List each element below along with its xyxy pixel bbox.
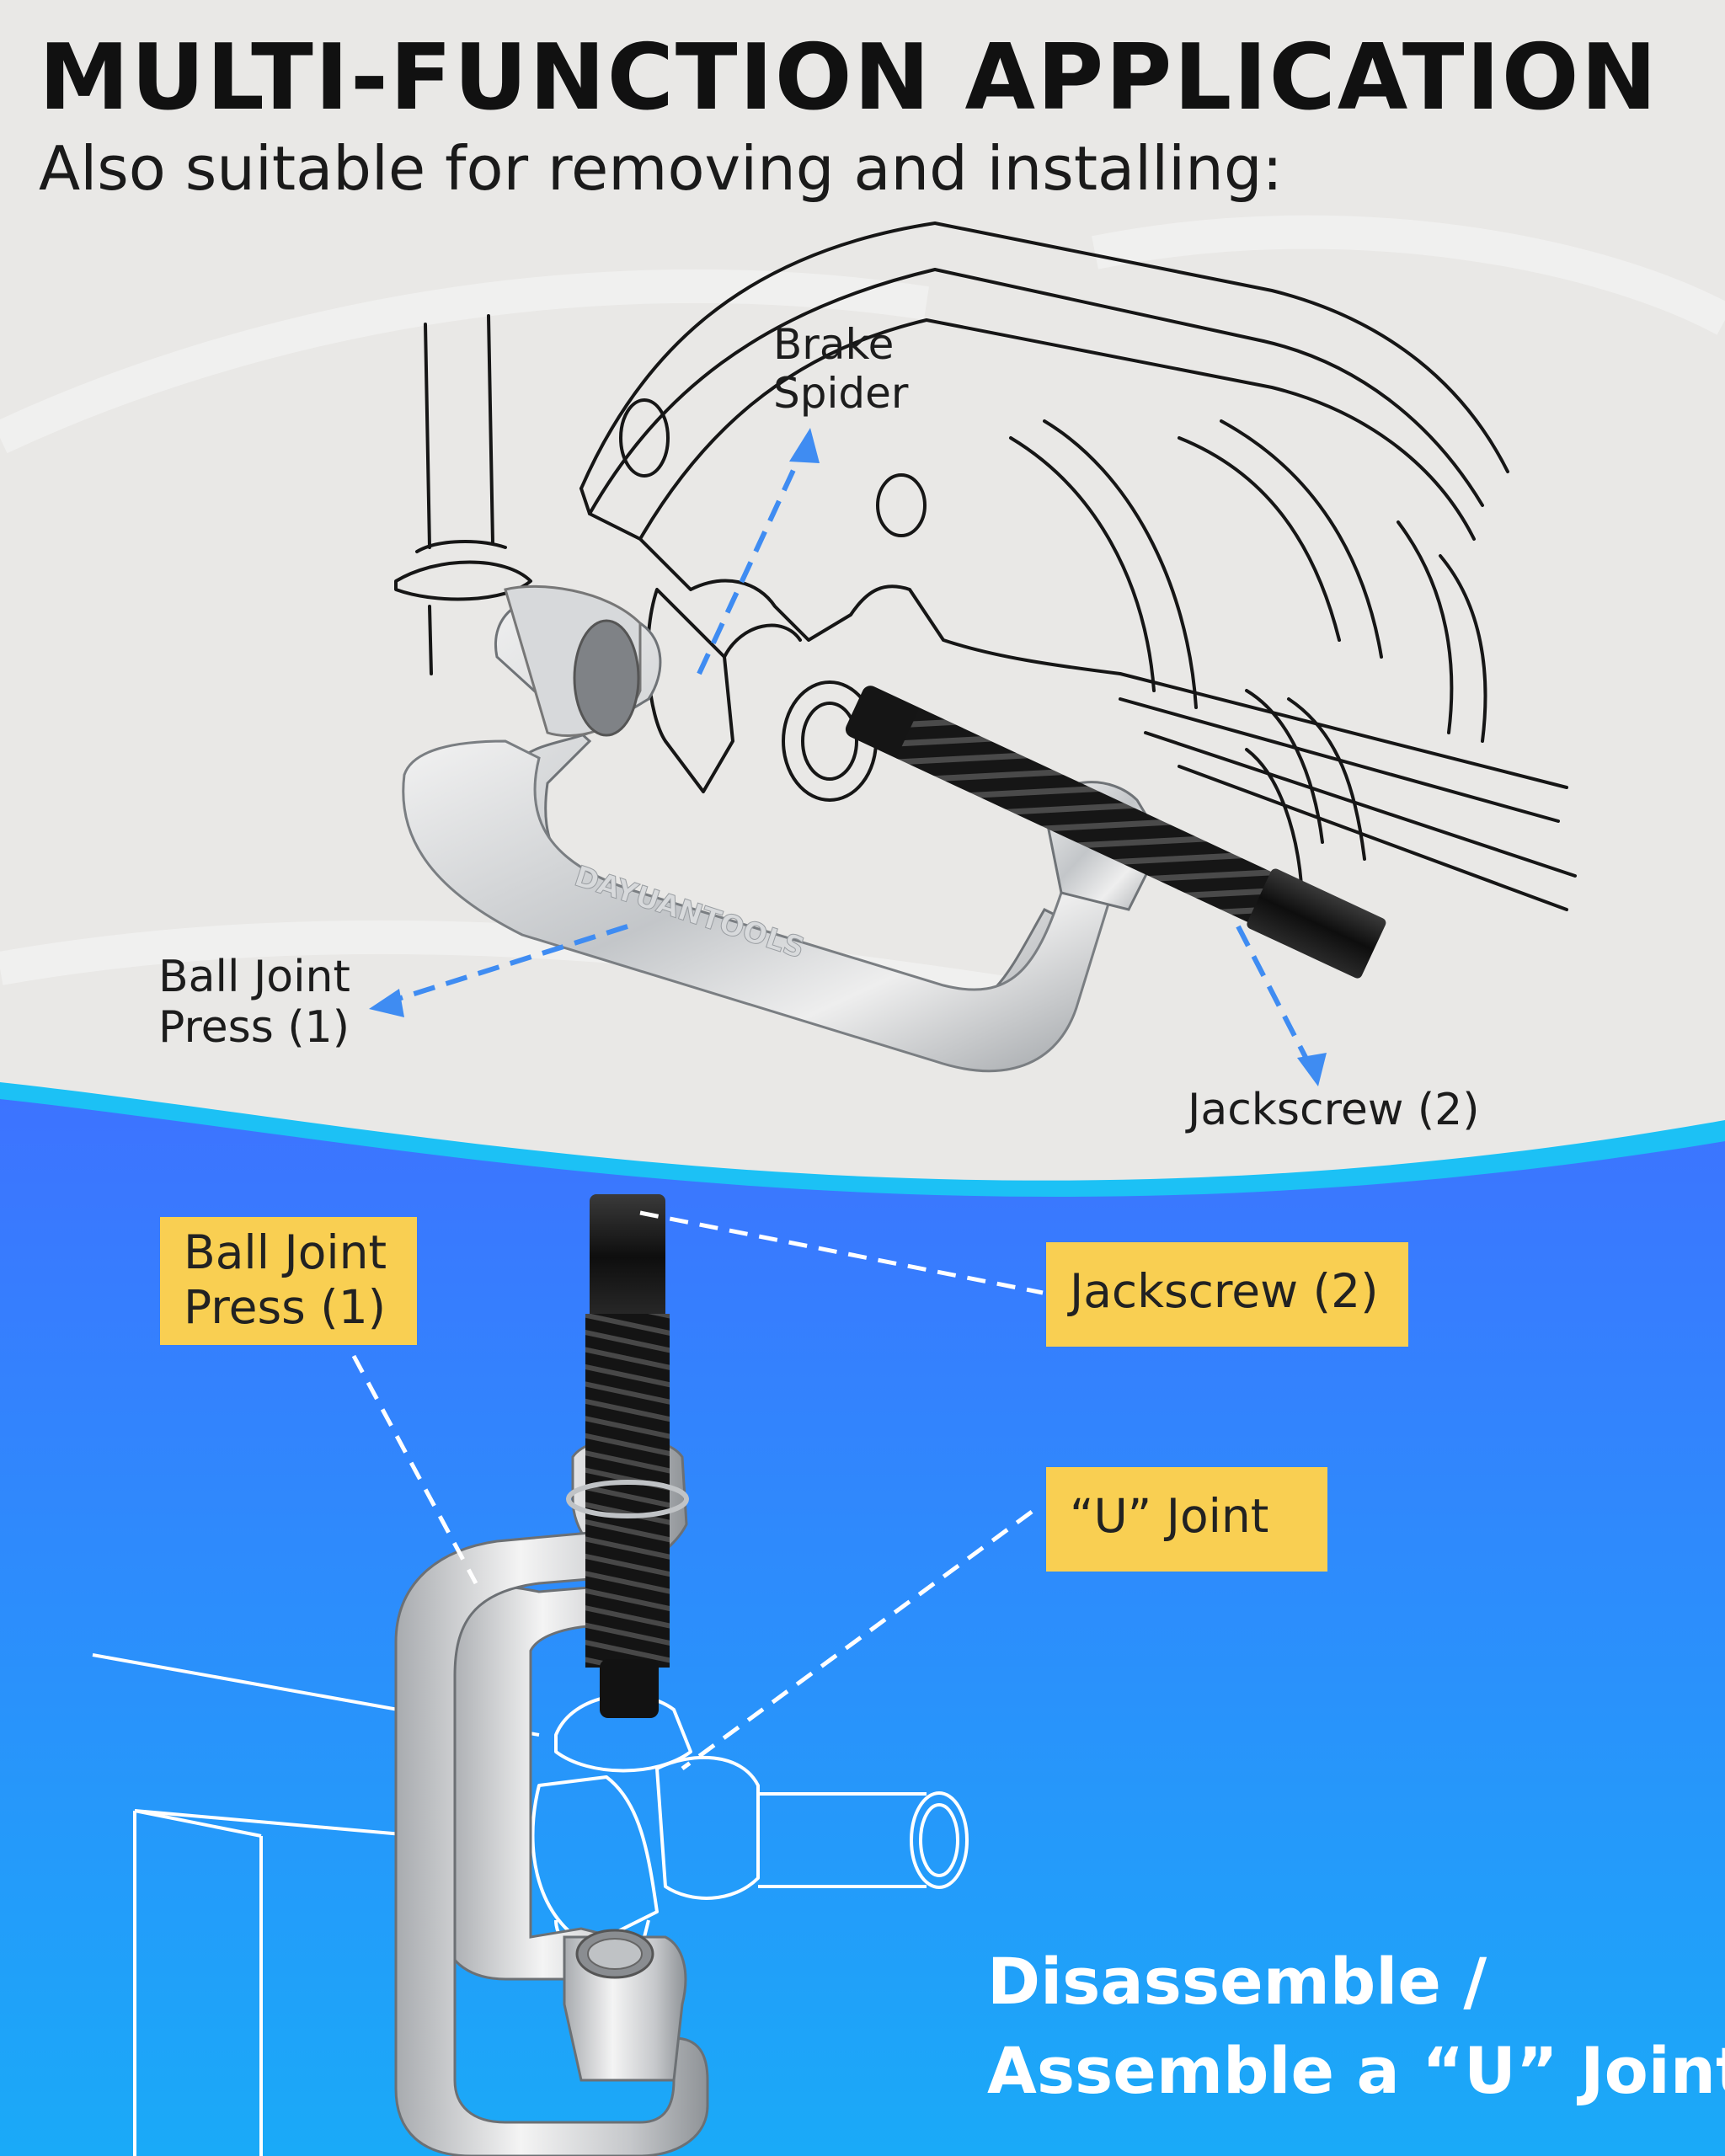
upper-arrowheads [369,428,1327,1086]
brake-spider-arrow-line [697,445,807,675]
ball-joint-press-upper: DAYUANTOOLS [402,584,1386,1073]
jackscrew-tag: Jackscrew (2) [1046,1242,1408,1347]
press-arrow-line [387,924,628,1005]
brake-spider-label: Brake Spider [773,320,909,418]
usage-caption: Disassemble / Assemble a “U” Joint [987,1944,1725,2109]
u-joint-callout-line [681,1509,1033,1771]
ball-joint-press-lower [394,1194,709,2156]
arrowhead [1297,1053,1327,1086]
u-joint-tag: “U” Joint [1046,1467,1327,1572]
page-title: MULTI-FUNCTION APPLICATION [39,25,1658,131]
jackscrew-label: Jackscrew (2) [1188,1085,1480,1135]
jackscrew-callout-line [639,1210,1044,1295]
page-subtitle: Also suitable for removing and installin… [39,133,1283,204]
arrowhead [369,989,404,1017]
ball-joint-press-label: Ball Joint Press (1) [158,952,350,1054]
jackscrew-arrow-line [1236,925,1312,1067]
press-callout-line [351,1354,478,1585]
upper-callout-arrows [387,445,1312,1067]
brake-assembly-drawing [394,221,1577,911]
arrowhead [789,428,820,463]
lower-callout-lines [351,1210,1044,1771]
ball-joint-press-tag: Ball Joint Press (1) [160,1217,417,1345]
